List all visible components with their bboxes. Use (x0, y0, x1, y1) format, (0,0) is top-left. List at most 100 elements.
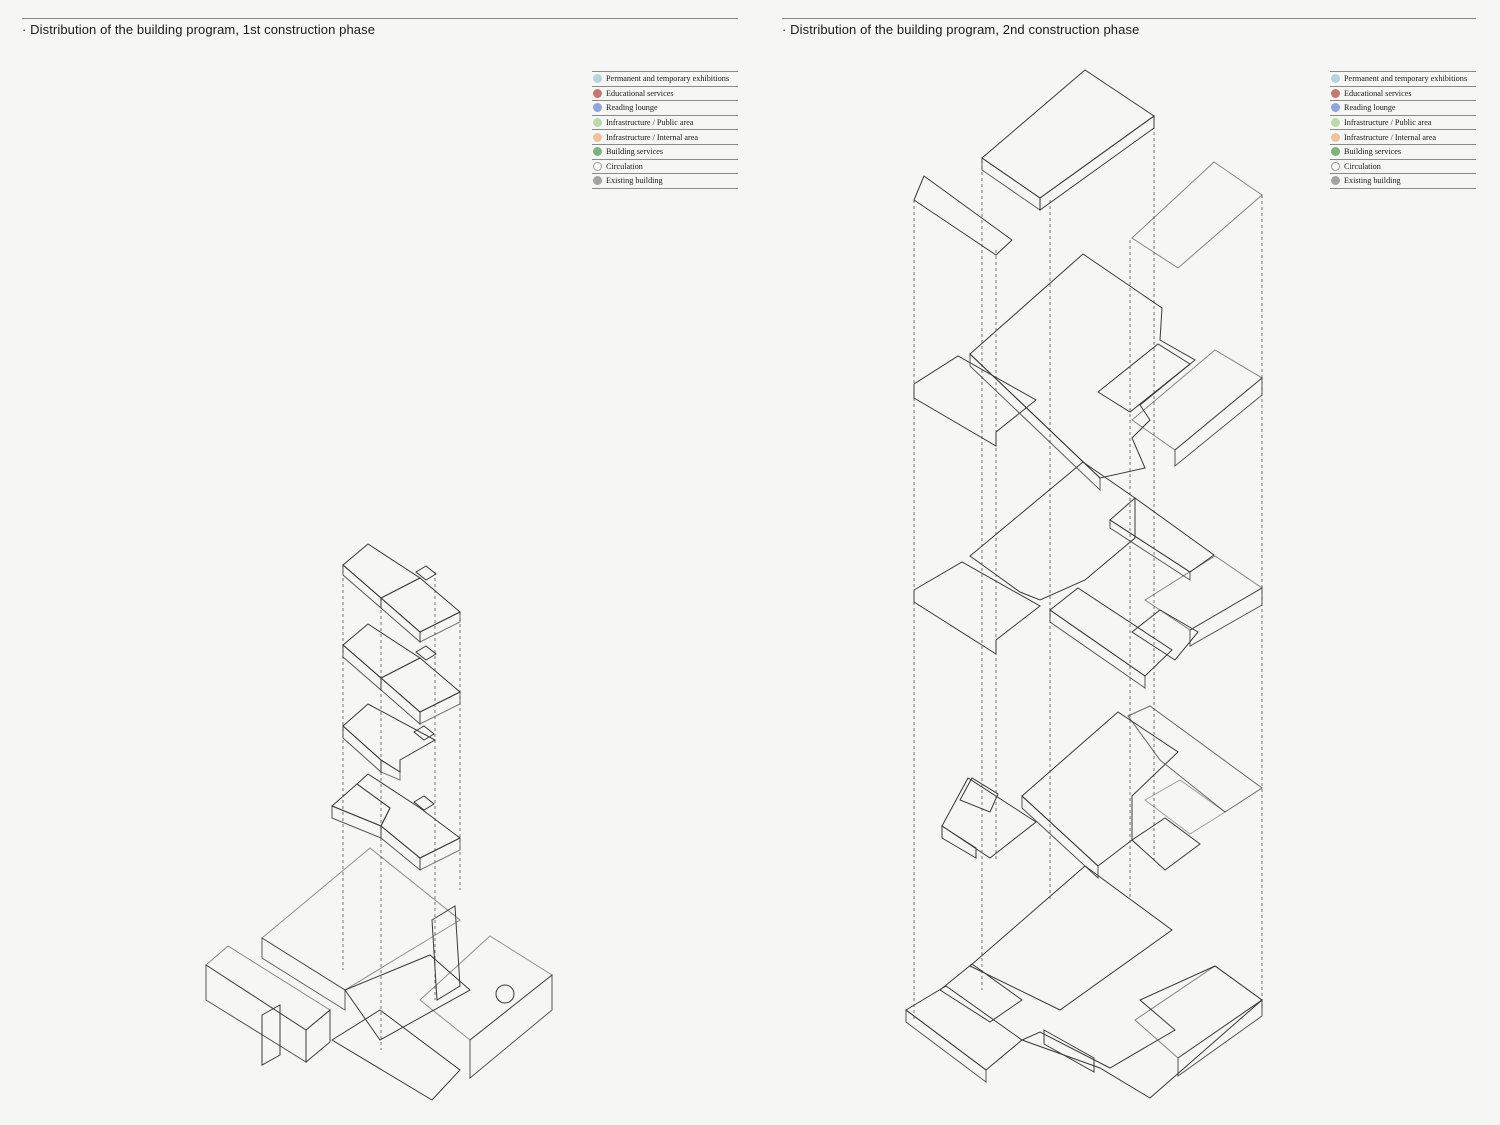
existing-block (1144, 779, 1226, 835)
legend-item-services: Building services (592, 145, 738, 160)
wing-right-roof (419, 935, 553, 1041)
legend-label: Infrastructure / Public area (1344, 118, 1432, 128)
public-zone-lower (1131, 817, 1201, 871)
wing-right-wall (469, 973, 553, 1080)
educational-side (1109, 519, 1191, 581)
internal-zone-left (913, 561, 1041, 655)
public-zone-left (939, 963, 1023, 1023)
wing-left-end (305, 1008, 331, 1064)
wall-main (261, 937, 346, 1011)
legend-item-educational: Educational services (592, 87, 738, 102)
educational-side (380, 596, 421, 644)
circulation-core (413, 795, 435, 811)
internal-zone (913, 355, 1037, 447)
courtyard-frame (331, 1009, 461, 1101)
internal-side (905, 1009, 987, 1083)
swatch-icon (593, 103, 602, 113)
services-strip (1039, 115, 1155, 211)
slab-level-1 (331, 773, 461, 872)
legend-item-existing: Existing building (1330, 174, 1476, 189)
legend-item-reading: Reading lounge (1330, 101, 1476, 116)
exhibition-side (342, 563, 382, 610)
public-side (331, 805, 382, 839)
legend-item-existing: Existing building (592, 174, 738, 189)
swatch-icon (1331, 103, 1340, 113)
legend-item-public: Infrastructure / Public area (1330, 116, 1476, 131)
courtyard-void (1097, 343, 1191, 413)
top-rule (22, 18, 738, 19)
internal-zone-right (1131, 609, 1199, 661)
panel-title: · Distribution of the building program, … (782, 22, 1140, 37)
public-zone (969, 865, 1173, 1011)
slab-level-3 (342, 623, 461, 726)
legend-label: Existing building (606, 176, 663, 186)
public-zone-small (941, 777, 1037, 859)
public-side (1021, 794, 1099, 880)
swatch-icon (1331, 161, 1340, 171)
legend-label: Building services (606, 147, 664, 157)
swatch-icon (1331, 132, 1340, 142)
existing-roof (1131, 161, 1263, 269)
internal-zone (905, 965, 1263, 1099)
reading-side (1049, 609, 1146, 689)
legend-label: Circulation (606, 161, 643, 171)
legend-label: Reading lounge (1344, 103, 1396, 113)
educational-side-2 (419, 611, 461, 643)
legend-item-services: Building services (1330, 145, 1476, 160)
public-side-2 (380, 759, 401, 781)
panel-title: · Distribution of the building program, … (22, 22, 376, 37)
legend-label: Infrastructure / Internal area (1344, 132, 1437, 142)
legend-item-reading: Reading lounge (592, 101, 738, 116)
phase-2-axonometric (905, 69, 1263, 1099)
tower-block (261, 1004, 281, 1066)
existing-block-side (1177, 999, 1263, 1077)
exhibition-zone (969, 253, 1196, 479)
legend-item-educational: Educational services (1330, 87, 1476, 102)
public-side (342, 724, 382, 774)
swatch-icon (593, 161, 602, 171)
courtyard (344, 954, 471, 1041)
slab-level-4 (913, 253, 1263, 492)
swatch-icon (593, 147, 602, 157)
swatch-icon (593, 74, 602, 84)
legend-label: Building services (1344, 147, 1402, 157)
wing-left-roof (205, 945, 331, 1031)
legend-item-public: Infrastructure / Public area (592, 116, 738, 131)
swatch-icon (1331, 118, 1340, 128)
wing-left-wall (205, 964, 307, 1063)
swatch-icon (1331, 74, 1340, 84)
circulation-core (415, 645, 437, 661)
projection-guides (342, 572, 461, 1050)
reading-zone (380, 657, 461, 713)
swatch-icon (1331, 88, 1340, 98)
legend-label: Reading lounge (606, 103, 658, 113)
phase-1-axonometric (205, 543, 553, 1101)
swatch-icon (593, 118, 602, 128)
slab-level-1 (905, 865, 1263, 1099)
legend: Permanent and temporary exhibitions Educ… (592, 71, 738, 189)
circulation-core (413, 725, 435, 741)
slab-level-2 (941, 705, 1263, 880)
services-strip (941, 825, 977, 859)
roof-main (261, 847, 461, 991)
roof-level (913, 69, 1263, 269)
legend-item-exhibitions: Permanent and temporary exhibitions (1330, 71, 1476, 87)
legend-item-circulation: Circulation (1330, 160, 1476, 175)
legend-label: Permanent and temporary exhibitions (1344, 74, 1468, 84)
reading-side-2 (419, 691, 461, 725)
top-rule (782, 18, 1476, 19)
existing-block-side (1174, 376, 1263, 468)
services-strip (1043, 1029, 1095, 1073)
public-gable (913, 175, 1013, 256)
public-zone (1021, 711, 1179, 867)
legend-item-internal: Infrastructure / Internal area (592, 130, 738, 145)
exhibition-zone (969, 461, 1136, 601)
existing-block (1131, 349, 1263, 451)
swatch-icon (593, 88, 602, 98)
slab-level-4 (342, 543, 461, 644)
existing-building (205, 847, 553, 1101)
legend-label: Educational services (606, 88, 674, 98)
educational-zone (1127, 705, 1263, 813)
swatch-icon (593, 176, 602, 186)
